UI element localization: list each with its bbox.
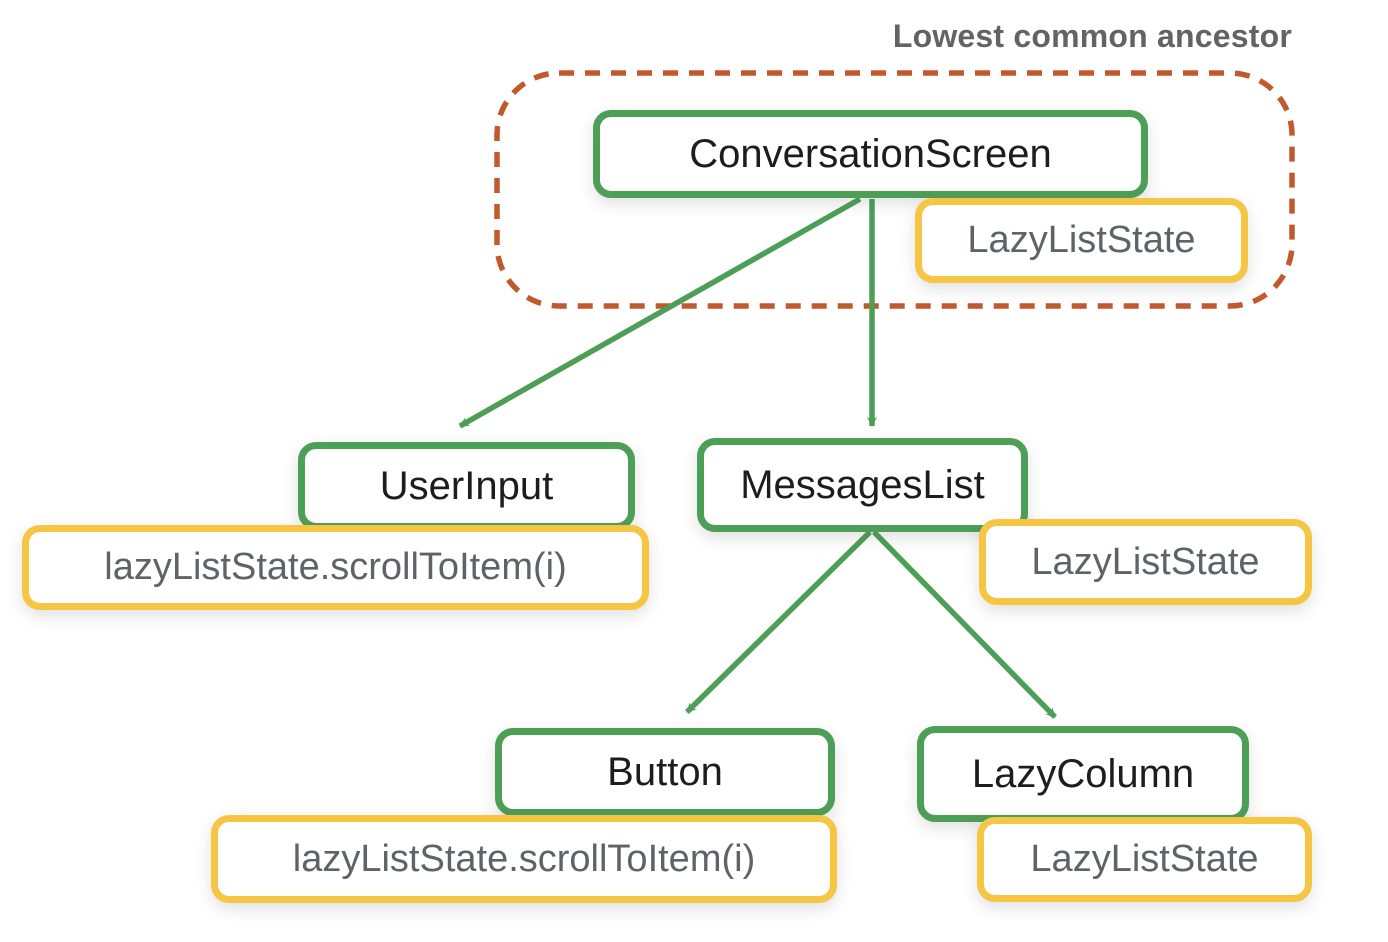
state-badge-hoisted-lazyliststate: LazyListState [915, 198, 1248, 283]
edge-messageslist-to-lazycolumn [872, 530, 1057, 719]
node-userinput-label: UserInput [379, 463, 554, 508]
state-badge-label: LazyListState [967, 219, 1196, 261]
state-badge-button-scrolltoitem: lazyListState.scrollToItem(i) [211, 815, 837, 903]
state-badge-label: lazyListState.scrollToItem(i) [292, 837, 756, 880]
node-messageslist-label: MessagesList [740, 462, 985, 507]
node-conversationscreen-label: ConversationScreen [689, 131, 1052, 176]
edge-conversationscreen-to-userinput [458, 196, 862, 429]
state-badge-label: LazyListState [1031, 540, 1260, 583]
state-badge-messageslist-lazyliststate: LazyListState [979, 519, 1312, 605]
lowest-common-ancestor-outline [494, 70, 1295, 309]
state-badge-lazycolumn-lazyliststate: LazyListState [977, 817, 1312, 902]
node-button-label: Button [607, 749, 723, 794]
node-messageslist: MessagesList [697, 438, 1028, 532]
node-conversationscreen: ConversationScreen [593, 110, 1148, 198]
node-userinput: UserInput [298, 442, 635, 530]
state-badge-userinput-scrolltoitem: lazyListState.scrollToItem(i) [22, 525, 649, 610]
state-badge-label: LazyListState [1030, 838, 1259, 880]
node-button: Button [495, 728, 835, 816]
lowest-common-ancestor-label: Lowest common ancestor [892, 18, 1292, 54]
node-lazycolumn-label: LazyColumn [971, 751, 1195, 796]
edge-messageslist-to-button [685, 530, 872, 714]
state-badge-label: lazyListState.scrollToItem(i) [104, 546, 567, 588]
node-lazycolumn: LazyColumn [917, 726, 1249, 822]
